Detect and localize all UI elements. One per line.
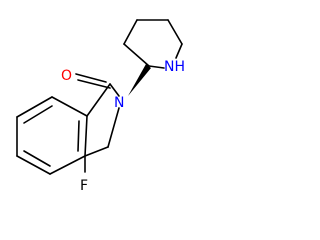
structure-diagram: O N NH F (16, 19, 185, 194)
bond-benzene-6 (16, 96, 53, 118)
bond-carbonyl-n (109, 83, 120, 97)
atom-nitrogen-piperidine: NH (164, 59, 185, 75)
atom-oxygen: O (61, 68, 72, 84)
bond-pip-1 (123, 43, 150, 67)
bond-pip-6 (148, 65, 165, 69)
bond-c1-carbonyl (86, 83, 111, 117)
bond-c-o-1 (75, 73, 107, 83)
bond-c-o-2 (77, 79, 111, 89)
atom-nitrogen-lactam: N (114, 95, 124, 111)
bond-n-ch2 (107, 107, 120, 148)
bond-pip-2 (123, 19, 138, 45)
bond-benzene-inner-2 (23, 150, 51, 167)
wedge-bond-n-c3 (128, 64, 151, 96)
bond-benzene-1 (51, 96, 88, 117)
bond-pip-5 (175, 43, 183, 59)
bond-benzene-inner-3 (77, 120, 80, 152)
bond-ch2-ring (84, 146, 109, 157)
atom-fluorine: F (80, 178, 88, 194)
molecule-canvas: O N NH F (16, 19, 185, 194)
bond-benzene-3 (49, 155, 86, 175)
bond-benzene-inner-1 (23, 105, 53, 124)
bond-benzene-2 (84, 115, 88, 157)
bond-benzene-4 (16, 155, 51, 175)
bond-pip-4 (167, 19, 183, 45)
